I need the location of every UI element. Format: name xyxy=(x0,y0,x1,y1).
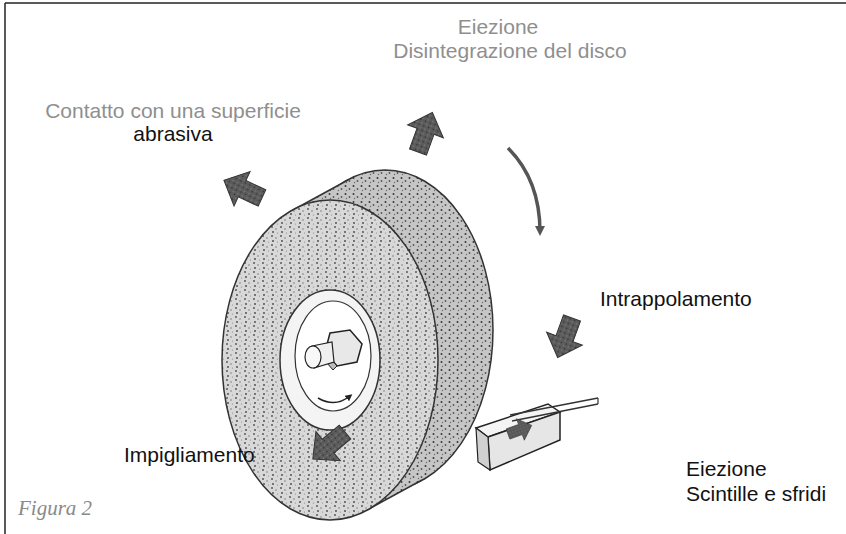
hazard-label: Eiezione xyxy=(458,16,539,38)
hazard-label: Eiezione xyxy=(686,458,767,480)
hazard-label: abrasiva xyxy=(133,123,212,145)
hazard-label: Disintegrazione del disco xyxy=(393,40,626,62)
hazard-label: Intrappolamento xyxy=(600,288,752,310)
hazard-label: Scintille e sfridi xyxy=(686,483,826,505)
hazard-label: Contatto con una superficie xyxy=(45,100,301,122)
hazard-label: Impigliamento xyxy=(124,444,255,466)
figure-caption: Figura 2 xyxy=(18,496,92,521)
